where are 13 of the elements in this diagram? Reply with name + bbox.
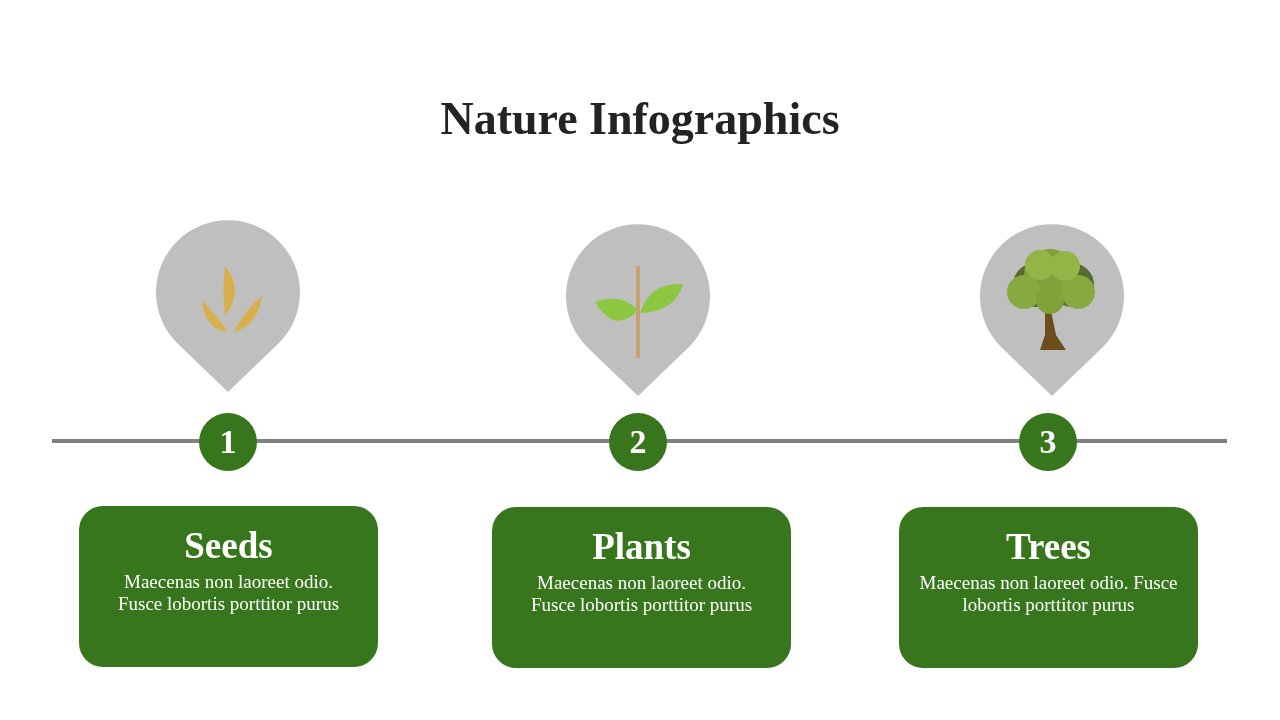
card-heading: Plants bbox=[592, 525, 691, 568]
step-card bbox=[899, 507, 1198, 668]
step-card bbox=[79, 506, 378, 667]
step-number-circle: 1 bbox=[199, 413, 257, 471]
step-card bbox=[492, 507, 791, 668]
card-description: Maecenas non laoreet odio. Fusce lobortis porttitor purus bbox=[529, 572, 754, 616]
step-number-circle: 3 bbox=[1019, 413, 1077, 471]
card-heading: Seeds bbox=[184, 524, 273, 567]
title: Nature Infographics bbox=[439, 92, 841, 145]
card-description: Maecenas non laoreet odio. Fusce lobortis porttitor purus bbox=[918, 572, 1179, 616]
step-number-circle: 2 bbox=[609, 413, 667, 471]
card-heading: Trees bbox=[1006, 525, 1091, 568]
card-description: Maecenas non laoreet odio. Fusce lobortis porttitor purus bbox=[116, 571, 341, 615]
